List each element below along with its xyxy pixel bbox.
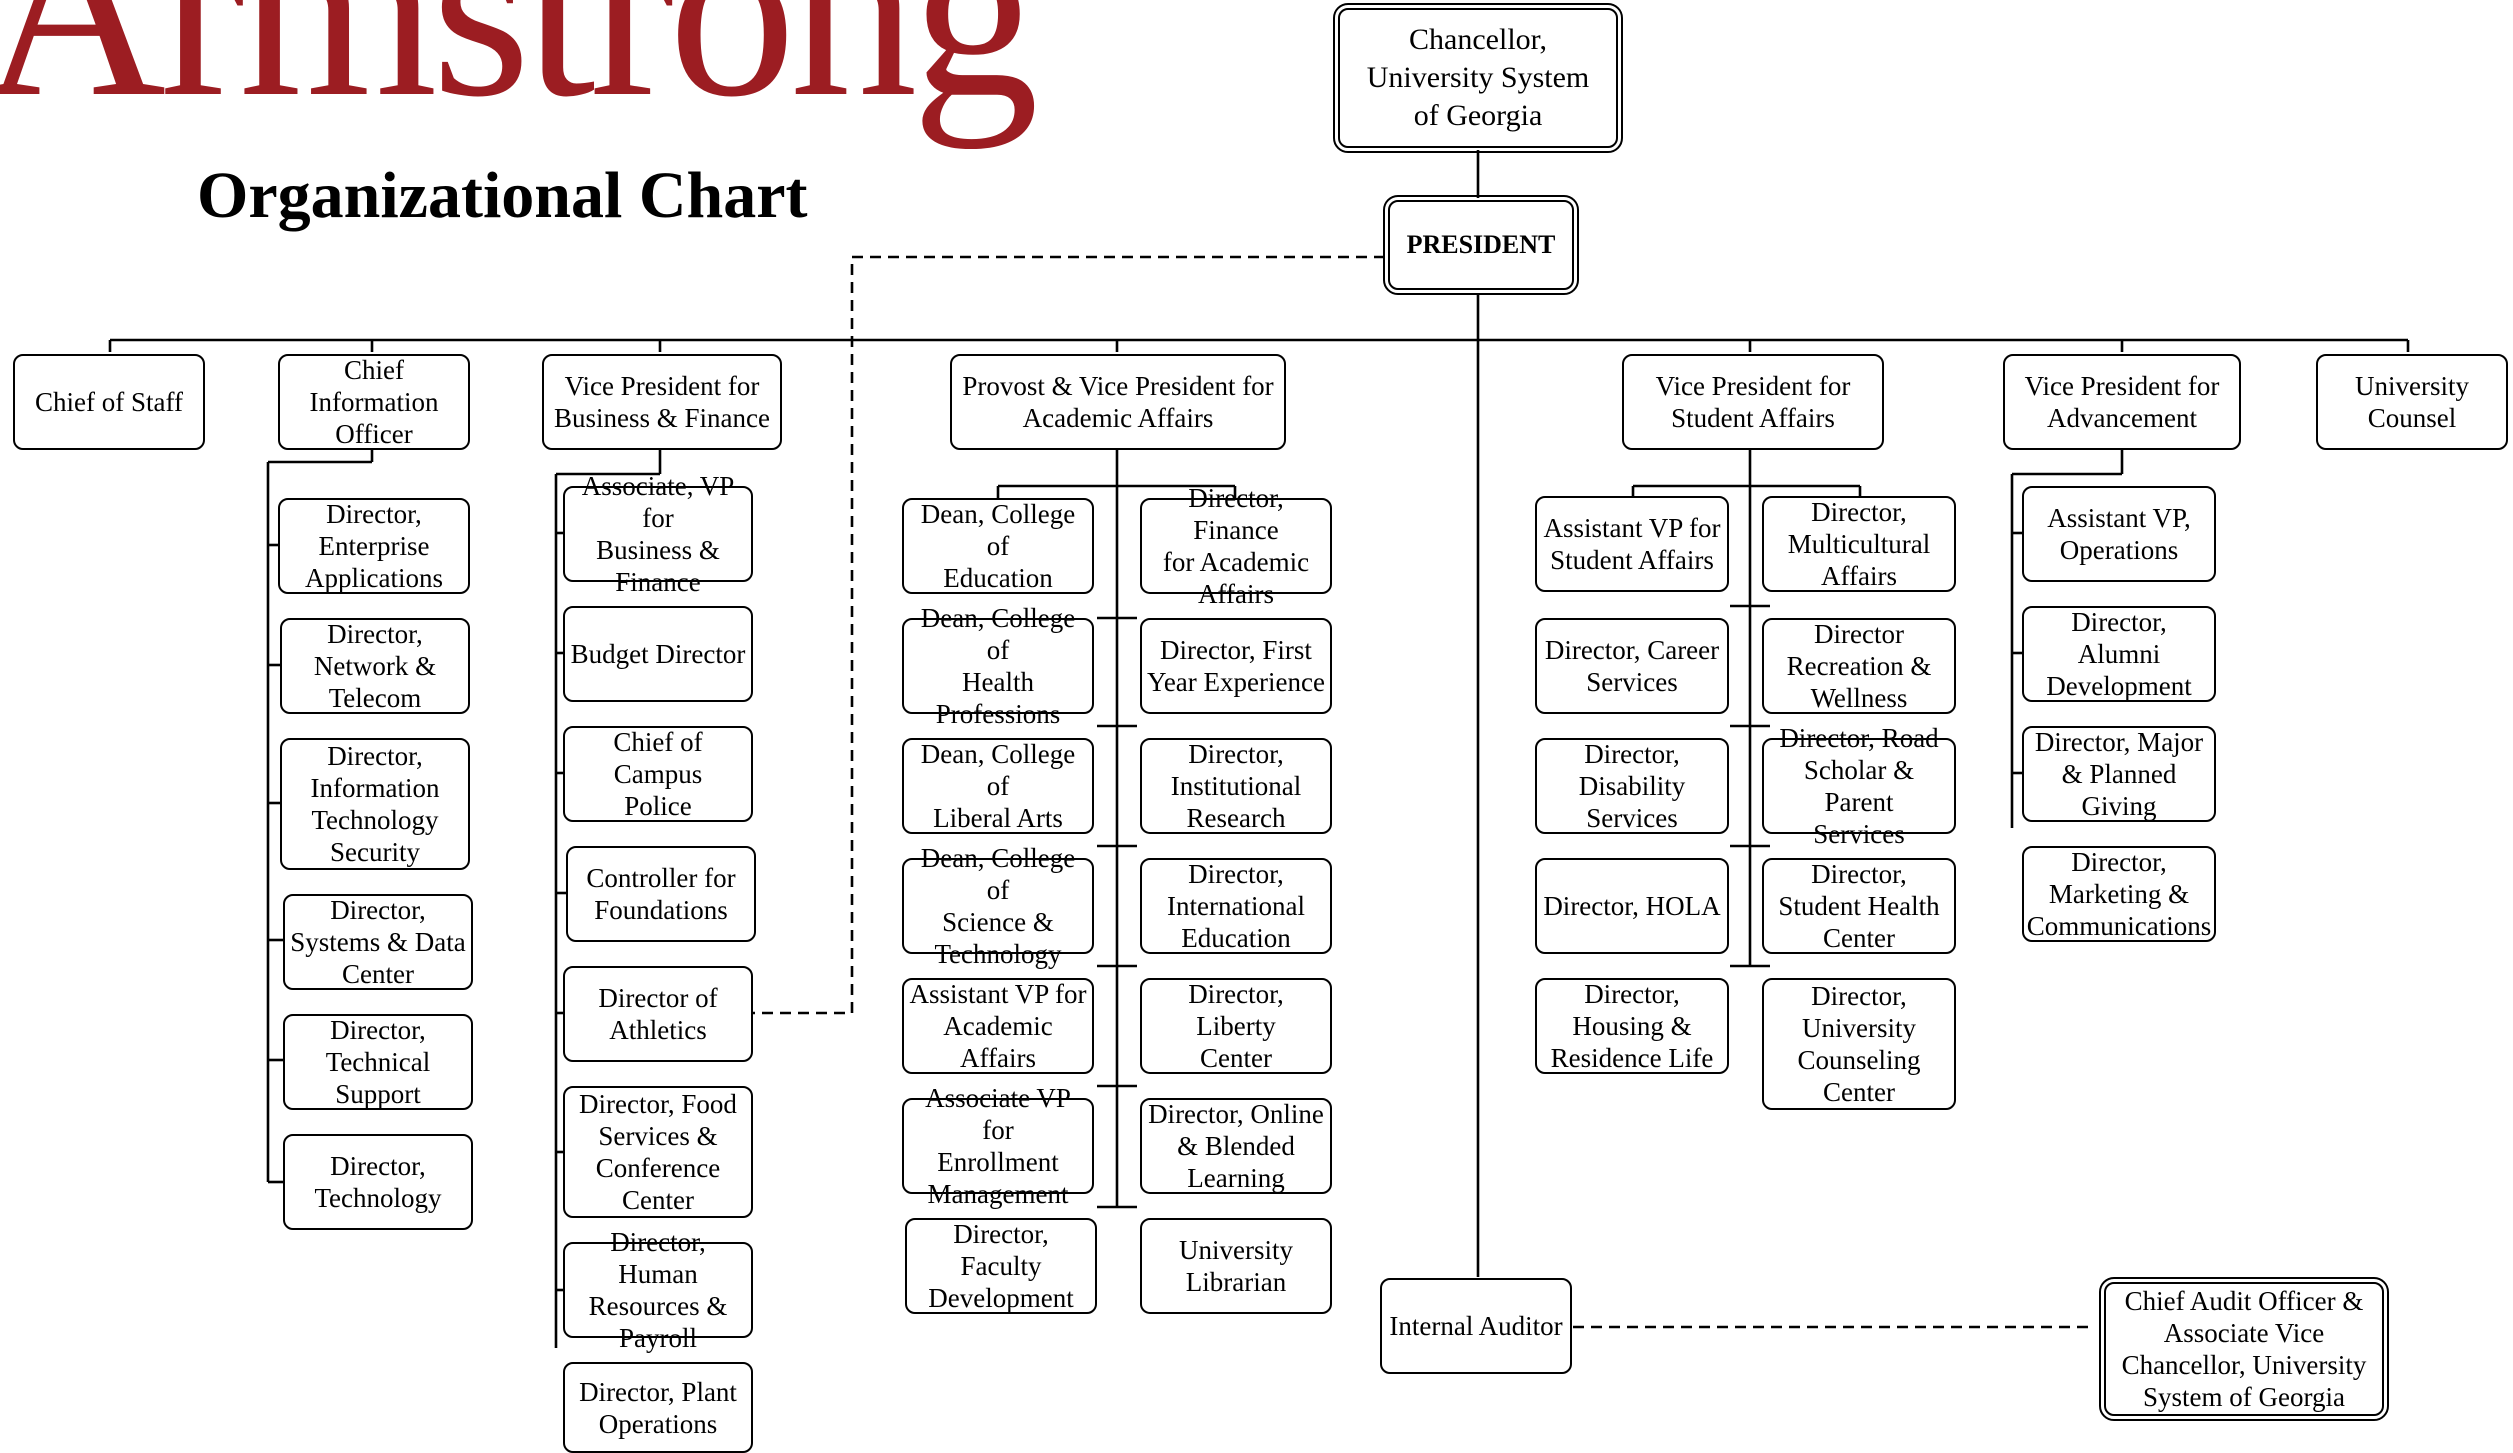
node-dir-major-planned-giving: Director, Major & Planned Giving xyxy=(2022,726,2216,822)
node-assoc-vp-enrollment: Associate VP for Enrollment Management xyxy=(902,1083,1094,1209)
node-dir-housing-residence: Director, Housing & Residence Life xyxy=(1535,978,1729,1074)
node-vp-student-affairs: Vice President for Student Affairs xyxy=(1622,354,1884,450)
node-director-athletics: Director of Athletics xyxy=(563,966,753,1062)
node-vp-advancement: Vice President for Advancement xyxy=(2003,354,2241,450)
node-chief-audit-officer: Chief Audit Officer & Associate Vice Cha… xyxy=(2099,1277,2389,1421)
node-dean-science-technology: Dean, College of Science & Technology xyxy=(902,843,1094,969)
node-dean-liberal-arts: Dean, College of Liberal Arts xyxy=(902,738,1094,834)
node-asst-vp-academic-affairs: Assistant VP for Academic Affairs xyxy=(902,978,1094,1074)
node-dir-human-resources: Director, Human Resources & Payroll xyxy=(563,1227,753,1353)
node-dir-counseling-center: Director, University Counseling Center xyxy=(1762,978,1956,1110)
node-assoc-vp-business-finance: Associate, VP for Business & Finance xyxy=(563,471,753,597)
node-dean-health-professions: Dean, College of Health Professions xyxy=(902,603,1094,729)
node-dir-plant-operations: Director, Plant Operations xyxy=(563,1362,753,1453)
logo-wordmark: Armstrong xyxy=(0,0,1039,150)
node-dir-multicultural-affairs: Director, Multicultural Affairs xyxy=(1762,496,1956,592)
node-dir-enterprise-applications: Director, Enterprise Applications xyxy=(278,498,470,594)
node-dir-food-services: Director, Food Services & Conference Cen… xyxy=(563,1086,753,1218)
node-asst-vp-operations: Assistant VP, Operations xyxy=(2022,486,2216,582)
node-dir-alumni-development: Director, Alumni Development xyxy=(2022,606,2216,702)
node-dir-hola: Director, HOLA xyxy=(1535,858,1729,954)
node-dean-education: Dean, College of Education xyxy=(902,498,1094,594)
node-dir-international-education: Director, International Education xyxy=(1140,858,1332,954)
node-dir-it-security: Director, Information Technology Securit… xyxy=(280,738,470,870)
node-dir-technical-support: Director, Technical Support xyxy=(283,1014,473,1110)
connector-athletics-dashed xyxy=(753,255,1385,1015)
node-university-librarian: University Librarian xyxy=(1140,1218,1332,1314)
node-dir-road-scholar: Director, Road Scholar & Parent Services xyxy=(1762,723,1956,849)
node-dir-institutional-research: Director, Institutional Research xyxy=(1140,738,1332,834)
node-asst-vp-student-affairs: Assistant VP for Student Affairs xyxy=(1535,496,1729,592)
node-controller-foundations: Controller for Foundations xyxy=(566,846,756,942)
node-dir-finance-academic: Director, Finance for Academic Affairs xyxy=(1140,483,1332,609)
node-provost: Provost & Vice President for Academic Af… xyxy=(950,354,1286,450)
node-budget-director: Budget Director xyxy=(563,606,753,702)
node-vp-business-finance: Vice President for Business & Finance xyxy=(542,354,782,450)
node-chancellor: Chancellor, University System of Georgia xyxy=(1333,3,1623,153)
node-chief-of-staff: Chief of Staff xyxy=(13,354,205,450)
node-university-counsel: University Counsel xyxy=(2316,354,2508,450)
node-dir-student-health: Director, Student Health Center xyxy=(1762,858,1956,954)
node-dir-systems-data-center: Director, Systems & Data Center xyxy=(283,894,473,990)
node-internal-auditor: Internal Auditor xyxy=(1380,1278,1572,1374)
node-dir-online-blended: Director, Online & Blended Learning xyxy=(1140,1098,1332,1194)
node-chief-campus-police: Chief of Campus Police xyxy=(563,726,753,822)
node-dir-liberty-center: Director, Liberty Center xyxy=(1140,978,1332,1074)
node-dir-career-services: Director, Career Services xyxy=(1535,618,1729,714)
node-dir-disability-services: Director, Disability Services xyxy=(1535,738,1729,834)
page-title: Organizational Chart xyxy=(197,159,808,232)
node-dir-technology: Director, Technology xyxy=(283,1134,473,1230)
node-dir-network-telecom: Director, Network & Telecom xyxy=(280,618,470,714)
node-dir-marketing-communications: Director, Marketing & Communications xyxy=(2022,846,2216,942)
node-dir-recreation-wellness: Director Recreation & Wellness xyxy=(1762,618,1956,714)
node-dir-faculty-development: Director, Faculty Development xyxy=(905,1218,1097,1314)
node-president: PRESIDENT xyxy=(1383,195,1579,295)
node-chief-information-officer: Chief Information Officer xyxy=(278,354,470,450)
node-dir-first-year-experience: Director, First Year Experience xyxy=(1140,618,1332,714)
